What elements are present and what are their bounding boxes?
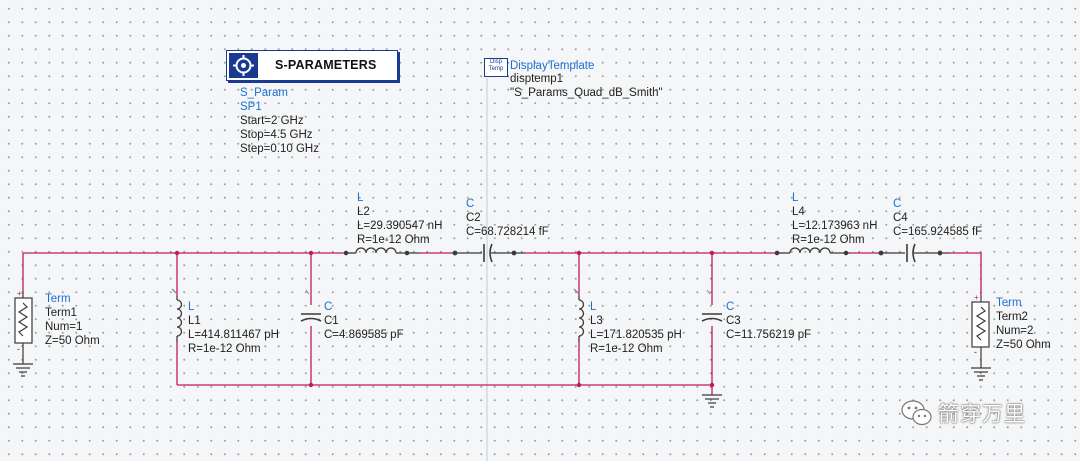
- term1-name: Term1: [45, 307, 77, 319]
- c2-name: C2: [466, 212, 481, 224]
- c3-type: C: [726, 301, 735, 313]
- l4-name: L4: [792, 206, 805, 218]
- c1-value: C=4.869585 pF: [324, 329, 404, 341]
- l2-name: L2: [357, 206, 370, 218]
- svg-text:-: -: [17, 344, 20, 354]
- l3-type: L: [590, 301, 597, 313]
- l3-resistance: R=1e-12 Ohm: [590, 343, 663, 355]
- wechat-logo-icon: [901, 400, 932, 426]
- c3-symbol[interactable]: [701, 289, 723, 322]
- display-template-type: DisplayTemplate: [510, 60, 595, 72]
- l4-resistance: R=1e-12 Ohm: [792, 234, 865, 246]
- ground-symbol: [702, 394, 722, 408]
- svg-text:+: +: [17, 289, 22, 298]
- junctions: [174, 250, 715, 388]
- l1-value: L=414.811467 pH: [188, 329, 279, 341]
- sparameters-title: S-PARAMETERS: [275, 58, 377, 72]
- junction-dot: [308, 250, 314, 256]
- watermark-text: 箭穿万里: [938, 402, 1026, 426]
- sparam-start: Start=2 GHz: [240, 115, 304, 127]
- display-template-icon-text: Disp: [489, 59, 502, 65]
- c1-symbol[interactable]: [300, 289, 322, 322]
- svg-text:+: +: [974, 293, 979, 302]
- c2-value: C=68.728214 fF: [466, 226, 549, 238]
- term2-num: Num=2: [996, 325, 1034, 337]
- l4-value: L=12.173963 nH: [792, 220, 878, 232]
- sparam-step: Step=0.10 GHz: [240, 143, 319, 155]
- term2-symbol[interactable]: + -: [971, 293, 991, 381]
- l1-type: L: [188, 301, 195, 313]
- wire-top-right: [950, 252, 982, 296]
- term2-type: Term: [996, 297, 1022, 309]
- c1-type: C: [324, 301, 333, 313]
- term1-num: Num=1: [45, 321, 83, 333]
- l3-name: L3: [590, 315, 603, 327]
- sparam-type-label: S_Param: [240, 87, 288, 99]
- sparam-stop: Stop=4.5 GHz: [240, 129, 313, 141]
- l3-symbol[interactable]: [573, 288, 585, 342]
- junction-dot: [174, 250, 180, 256]
- wires: [22, 252, 982, 395]
- l3-value: L=171.820535 pH: [590, 329, 682, 341]
- sparameters-controller[interactable]: S-PARAMETERS: [226, 50, 398, 81]
- c4-name: C4: [893, 212, 908, 224]
- l4-symbol[interactable]: [774, 247, 850, 256]
- watermark: 箭穿万里: [900, 396, 1040, 430]
- c2-type: C: [466, 198, 475, 210]
- c4-type: C: [893, 198, 902, 210]
- display-template-icon-text: Temp: [488, 66, 504, 72]
- sparam-instance-name: SP1: [240, 101, 262, 113]
- l2-resistance: R=1e-12 Ohm: [357, 234, 430, 246]
- c3-value: C=11.756219 pF: [726, 329, 812, 341]
- l1-name: L1: [188, 315, 201, 327]
- junction-dot: [308, 382, 314, 388]
- display-template-value: "S_Params_Quad_dB_Smith": [510, 87, 663, 99]
- junction-dot: [709, 250, 715, 256]
- svg-text:-: -: [974, 347, 977, 357]
- sparam-controller-icon: [229, 53, 258, 78]
- l2-value: L=29.390547 nH: [357, 220, 443, 232]
- l1-symbol[interactable]: [171, 288, 183, 342]
- display-template-name: disptemp1: [510, 73, 564, 85]
- term1-type: Term: [45, 293, 71, 305]
- display-template-icon[interactable]: Disp Temp: [484, 58, 508, 77]
- term1-symbol[interactable]: + -: [13, 289, 33, 377]
- c4-symbol[interactable]: [878, 243, 950, 263]
- l2-symbol[interactable]: [343, 247, 420, 256]
- c2-symbol[interactable]: [452, 243, 525, 263]
- term2-impedance: Z=50 Ohm: [996, 339, 1051, 351]
- c3-name: C3: [726, 315, 741, 327]
- junction-dot: [576, 382, 582, 388]
- c1-name: C1: [324, 315, 339, 327]
- c4-value: C=165.924585 fF: [893, 226, 983, 238]
- l4-type: L: [792, 192, 799, 204]
- term2-name: Term2: [996, 311, 1028, 323]
- l1-resistance: R=1e-12 Ohm: [188, 343, 261, 355]
- term1-impedance: Z=50 Ohm: [45, 335, 100, 347]
- junction-dot: [709, 382, 715, 388]
- junction-dot: [576, 250, 582, 256]
- l2-type: L: [357, 192, 364, 204]
